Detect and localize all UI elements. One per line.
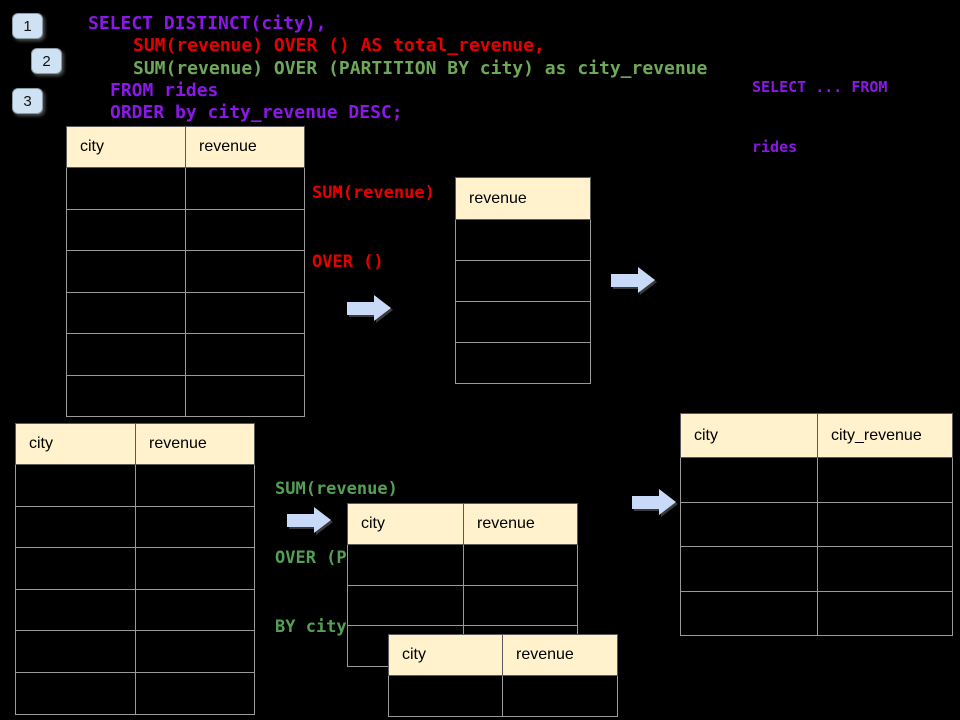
table-partition-overlay: city revenue [388,634,618,717]
step-badge-2-label: 2 [42,52,51,70]
column-header-revenue: revenue [455,177,591,220]
sql-line-total: SUM(revenue) OVER () AS total_revenue, [133,35,545,56]
sql-line-order: ORDER by city_revenue DESC; [110,102,403,123]
table-row [66,291,305,334]
column-header-city: city [347,503,464,545]
table-row [455,301,591,343]
table-row [680,457,953,503]
flow-arrow-total-out [611,267,655,293]
table-row [347,544,578,586]
sql-line-partition: SUM(revenue) OVER (PARTITION BY city) as… [133,58,708,79]
arrow-stem [287,513,314,527]
side-note-line-2: rides [752,138,798,156]
arrow-stem [347,301,374,315]
table-row [680,590,953,636]
table-row [66,333,305,376]
arrow-right-icon [638,267,655,293]
table-row [15,464,255,507]
table-row [15,671,255,715]
sql-line-from: FROM rides [110,80,219,101]
table-source-bottom: city revenue [15,423,255,715]
arrow-stem [611,273,638,287]
column-header-city: city [15,423,136,465]
column-header-revenue: revenue [185,126,305,168]
column-header-city: city [66,126,186,168]
column-header-revenue: revenue [135,423,255,465]
step-badge-3-label: 3 [23,92,32,110]
table-row [15,505,255,549]
table-row [455,260,591,302]
arrow-right-icon [659,489,676,515]
step-badge-1: 1 [12,13,43,39]
table-row [15,630,255,673]
flow-arrow-total-in [347,295,391,321]
annotation-total: SUM(revenue) OVER () [312,136,435,297]
table-row [66,208,305,251]
table-partition-result: city city_revenue [680,413,953,636]
column-header-revenue: revenue [463,503,578,545]
step-badge-3: 3 [12,88,43,114]
column-header-revenue: revenue [502,634,618,676]
annotation-total-line-1: SUM(revenue) [312,183,435,203]
step-badge-1-label: 1 [23,17,32,35]
annotation-partition-line-3: BY city) [275,617,357,637]
table-row [680,501,953,547]
table-row [455,219,591,261]
table-row [455,342,591,384]
table-partition-input: city revenue [347,503,578,667]
table-row [388,675,618,717]
table-source-top: city revenue [66,126,305,417]
arrow-right-icon [314,507,331,533]
arrow-right-icon [374,295,391,321]
table-total-result: revenue [455,177,591,384]
column-header-city: city [388,634,503,676]
column-header-city-revenue: city_revenue [817,413,953,458]
table-row [15,547,255,590]
table-row [15,588,255,632]
table-row [680,546,953,592]
sql-line-select: SELECT DISTINCT(city), [88,13,327,34]
column-header-city: city [680,413,818,458]
table-row [66,167,305,210]
side-note-line-1: SELECT ... FROM [752,78,888,96]
step-badge-2: 2 [31,48,62,74]
table-row [347,584,578,627]
arrow-stem [632,495,659,509]
annotation-partition-line-1: SUM(revenue) [275,479,398,499]
flow-arrow-partition-out [632,489,676,515]
side-note: SELECT ... FROM rides [752,37,887,177]
table-row [66,250,305,293]
annotation-total-line-2: OVER () [312,252,384,272]
flow-arrow-partition-in [287,507,331,533]
table-row [66,374,305,417]
